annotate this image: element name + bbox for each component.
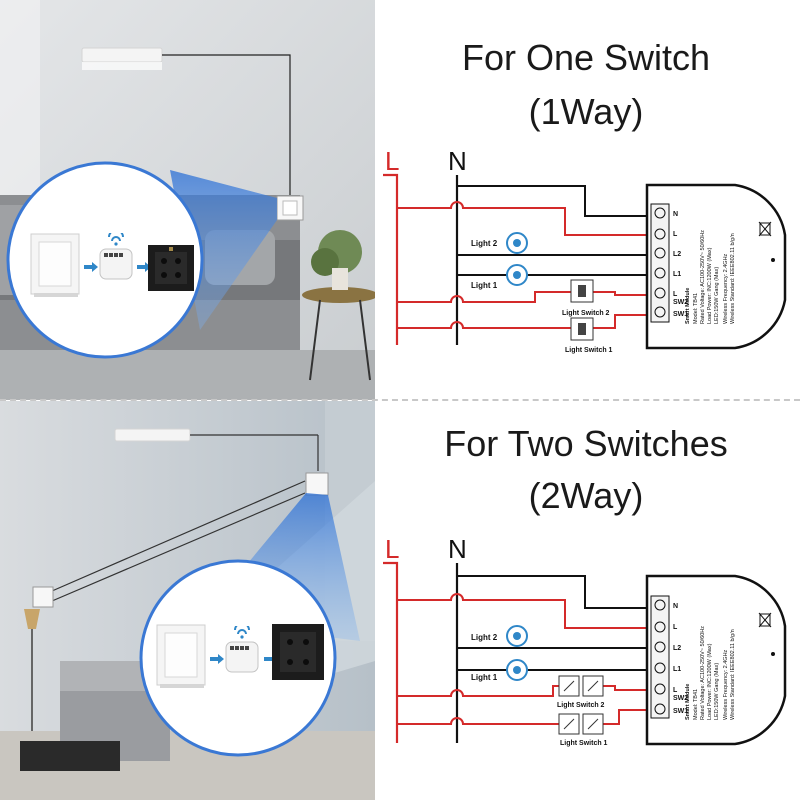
module-spec: Rated Voltage: AC100-250V~ 50/60Hz: [700, 230, 706, 324]
terminal-label: SW1: [673, 708, 688, 715]
module-title: Smart Module: [685, 684, 691, 720]
section-subtitle-1way: (1Way): [528, 91, 644, 132]
light-bulb-icon: [506, 659, 528, 681]
terminal-label: L2: [673, 251, 681, 258]
module-spec: Load Power: INC:1200W (Max): [707, 247, 713, 324]
terminal-label: L: [673, 231, 678, 238]
line-label: L: [385, 534, 399, 564]
terminal-label: N: [673, 211, 678, 218]
wall-box-icon: [270, 622, 326, 682]
arrow-right-icon: [84, 262, 98, 272]
living-room-photo-1way: [0, 0, 375, 400]
recycle-bin-icon: [758, 612, 772, 628]
terminal-label: L2: [673, 645, 681, 652]
terminal-label: L: [673, 687, 678, 694]
section-subtitle-2way: (2Way): [528, 475, 644, 516]
terminal-label: L1: [673, 271, 681, 278]
light-bulb-icon: [506, 625, 528, 647]
arrow-right-icon: [210, 654, 224, 664]
module-spec: Wireless Frequency: 2.4GHz: [723, 253, 729, 324]
load-label: Light 2: [471, 239, 498, 248]
module-spec: Wireless Standard: IEEE802.11 b/g/n: [730, 629, 736, 720]
rocker-switch-icon: [558, 675, 604, 697]
switch-label: Light Switch 2: [557, 702, 605, 709]
smart-module-icon: [96, 233, 136, 283]
switch-label: Light Switch 2: [562, 310, 610, 317]
wall-box-icon: [146, 243, 196, 293]
load-label: Light 1: [471, 673, 498, 682]
terminal-label: L1: [673, 666, 681, 673]
smart-module-body: [645, 574, 787, 746]
module-title: Smart Module: [685, 288, 691, 324]
recycle-bin-icon: [758, 221, 772, 237]
terminal-label: SW2: [673, 695, 688, 702]
living-room-photo-2way: [0, 401, 375, 801]
load-label: Light 2: [471, 633, 498, 642]
smart-module-body: [645, 183, 787, 350]
module-spec: Wireless Frequency: 2.4GHz: [723, 649, 729, 720]
switch-label: Light Switch 1: [565, 347, 613, 354]
rocker-switch-icon: [558, 713, 604, 735]
neutral-label: N: [448, 534, 467, 564]
module-spec: LED:150W Gang (Max): [714, 267, 720, 324]
module-spec: LED:150W Gang (Max): [714, 663, 720, 720]
neutral-label: N: [448, 146, 467, 176]
arrow-right-icon: [137, 262, 151, 272]
line-label: L: [385, 146, 399, 176]
section-title-1way: For One Switch: [461, 37, 711, 78]
wall-switch-icon: [30, 233, 80, 298]
module-spec: Wireless Standard: IEEE802.11 b/g/n: [730, 233, 736, 324]
wall-switch-icon: [156, 624, 206, 690]
section-title-2way: For Two Switches: [444, 423, 728, 464]
wiring-diagram-1way: L N Light 2 Light 1 Light: [375, 140, 800, 370]
terminal-label: L: [673, 624, 678, 631]
module-spec: Model: TB41: [693, 689, 699, 720]
module-spec: Load Power: INC:1200W (Max): [707, 643, 713, 720]
terminal-label: SW2: [673, 299, 688, 306]
module-spec: Model: TB41: [693, 293, 699, 324]
switch-label: Light Switch 1: [560, 740, 608, 747]
light-bulb-icon: [506, 232, 528, 254]
smart-module-icon: [222, 626, 262, 676]
terminal-label: SW1: [673, 311, 688, 318]
light-bulb-icon: [506, 264, 528, 286]
terminal-label: L: [673, 291, 678, 298]
module-spec: Rated Voltage: AC100-250V~ 50/60Hz: [700, 626, 706, 720]
section-divider: [0, 399, 800, 401]
terminal-label: N: [673, 603, 678, 610]
wiring-diagram-2way: L N Light 2 Light 1 Light Switch 2: [375, 528, 800, 763]
load-label: Light 1: [471, 281, 498, 290]
